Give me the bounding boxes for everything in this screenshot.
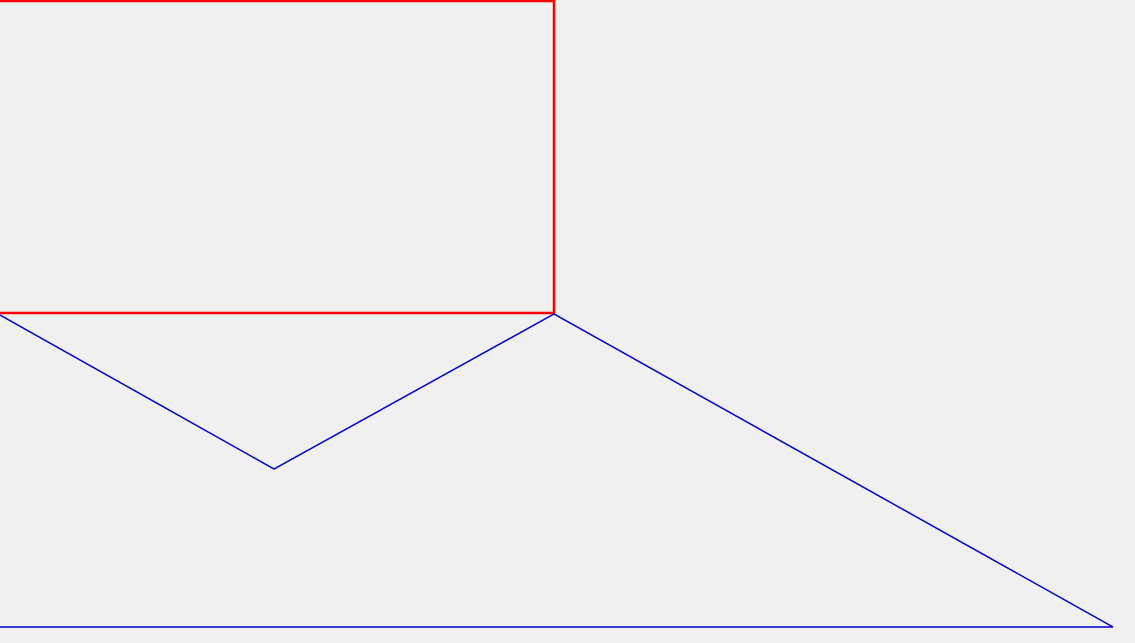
- blue-zigzag-line: [0, 313, 1114, 628]
- red-rectangle: [0, 0, 556, 315]
